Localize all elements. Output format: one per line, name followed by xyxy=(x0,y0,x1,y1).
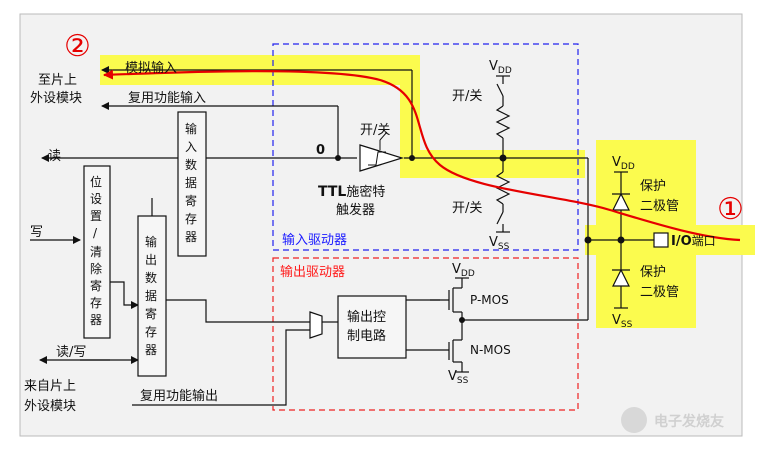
vdd-label-mos: VDD xyxy=(452,262,475,279)
read-label: 读 xyxy=(48,149,61,164)
nmos-label: N-MOS xyxy=(470,343,511,357)
svg-text:/: / xyxy=(93,226,98,240)
protection-diode-icon xyxy=(612,192,630,287)
trigger-label: 触发器 xyxy=(336,202,375,218)
output-driver-label: 输出驱动器 xyxy=(280,264,345,280)
svg-text:数: 数 xyxy=(145,270,157,285)
on-off-switch-label-2: 开/关 xyxy=(452,89,482,104)
protect-diode-2-line2: 二极管 xyxy=(640,285,679,300)
vdd-label-diode: VDD xyxy=(612,155,635,172)
protect-diode-1-line1: 保护 xyxy=(640,179,666,194)
on-off-switch-label-3: 开/关 xyxy=(452,201,482,216)
output-mux xyxy=(309,311,323,339)
svg-text:据: 据 xyxy=(145,289,157,303)
io-port-label: I/O端口 xyxy=(671,234,716,249)
highlight-path xyxy=(100,55,755,328)
write-label: 写 xyxy=(30,225,43,240)
schmitt-trigger-icon xyxy=(359,131,405,172)
input-driver-label: 输入驱动器 xyxy=(282,232,347,248)
svg-text:入: 入 xyxy=(185,140,197,154)
svg-text:器: 器 xyxy=(145,343,157,357)
marker-end-label: ② xyxy=(64,29,91,64)
output-driver-box xyxy=(272,257,579,411)
svg-text:数: 数 xyxy=(185,157,197,172)
svg-text:寄: 寄 xyxy=(145,306,157,321)
svg-text:器: 器 xyxy=(185,230,197,244)
protect-diode-1-line2: 二极管 xyxy=(640,199,679,214)
vdd-label-switch: VDD xyxy=(489,59,512,76)
bit-set-reset-register-text: 位 设 置 / 清 除 寄 存 器 xyxy=(90,174,102,327)
svg-text:置: 置 xyxy=(90,209,102,223)
input-data-register xyxy=(177,111,207,257)
protect-diode-2-line1: 保护 xyxy=(640,265,666,280)
svg-text:电子发烧友: 电子发烧友 xyxy=(654,413,724,430)
svg-text:据: 据 xyxy=(185,176,197,190)
output-control-line1: 输出控 xyxy=(347,309,386,325)
svg-text:除: 除 xyxy=(90,261,102,276)
svg-text:存: 存 xyxy=(145,325,157,339)
input-driver-box xyxy=(272,43,579,251)
input-data-register-text: 输 入 数 据 寄 存 器 xyxy=(185,121,197,244)
svg-text:设: 设 xyxy=(90,192,102,206)
output-control-line2: 制电路 xyxy=(347,328,386,344)
analog-signal-path xyxy=(103,69,741,242)
svg-text:寄: 寄 xyxy=(90,278,102,293)
zero-label: 0 xyxy=(316,143,325,158)
vss-label-diode: VSS xyxy=(612,313,633,330)
svg-text:清: 清 xyxy=(90,245,102,259)
output-data-register xyxy=(137,215,167,377)
alt-function-input-label: 复用功能输入 xyxy=(128,90,206,106)
io-port-pin xyxy=(653,232,669,248)
vss-label-switch: VSS xyxy=(489,235,510,252)
bit-set-reset-register xyxy=(83,165,111,339)
from-onchip-peripheral-line2: 外设模块 xyxy=(24,399,76,414)
on-off-switch-label-1: 开/关 xyxy=(360,123,390,138)
svg-text:位: 位 xyxy=(90,174,102,189)
svg-text:寄: 寄 xyxy=(185,193,197,208)
svg-text:输: 输 xyxy=(145,234,157,249)
marker-start-label: ① xyxy=(717,192,744,227)
junction-dots xyxy=(335,154,625,323)
svg-text:器: 器 xyxy=(90,313,102,327)
vss-label-mos: VSS xyxy=(448,369,469,386)
svg-text:存: 存 xyxy=(90,296,102,310)
watermark-logo: 电子发烧友 xyxy=(621,407,724,433)
svg-text:存: 存 xyxy=(185,212,197,226)
to-onchip-peripheral-line2: 外设模块 xyxy=(30,91,82,106)
svg-text:输: 输 xyxy=(185,121,197,136)
output-data-register-text: 输 出 数 据 寄 存 器 xyxy=(145,234,157,357)
read-write-label: 读/写 xyxy=(56,345,86,360)
schmitt-trigger-label: TTL施密特 xyxy=(318,184,385,200)
svg-text:出: 出 xyxy=(145,253,157,267)
pmos-label: P-MOS xyxy=(470,293,509,307)
output-control-circuit xyxy=(337,295,407,359)
analog-input-label: 模拟输入 xyxy=(125,60,177,76)
from-onchip-peripheral-line1: 来自片上 xyxy=(24,379,76,394)
to-onchip-peripheral-line1: 至片上 xyxy=(38,73,77,88)
alt-function-output-label: 复用功能输出 xyxy=(140,388,218,404)
